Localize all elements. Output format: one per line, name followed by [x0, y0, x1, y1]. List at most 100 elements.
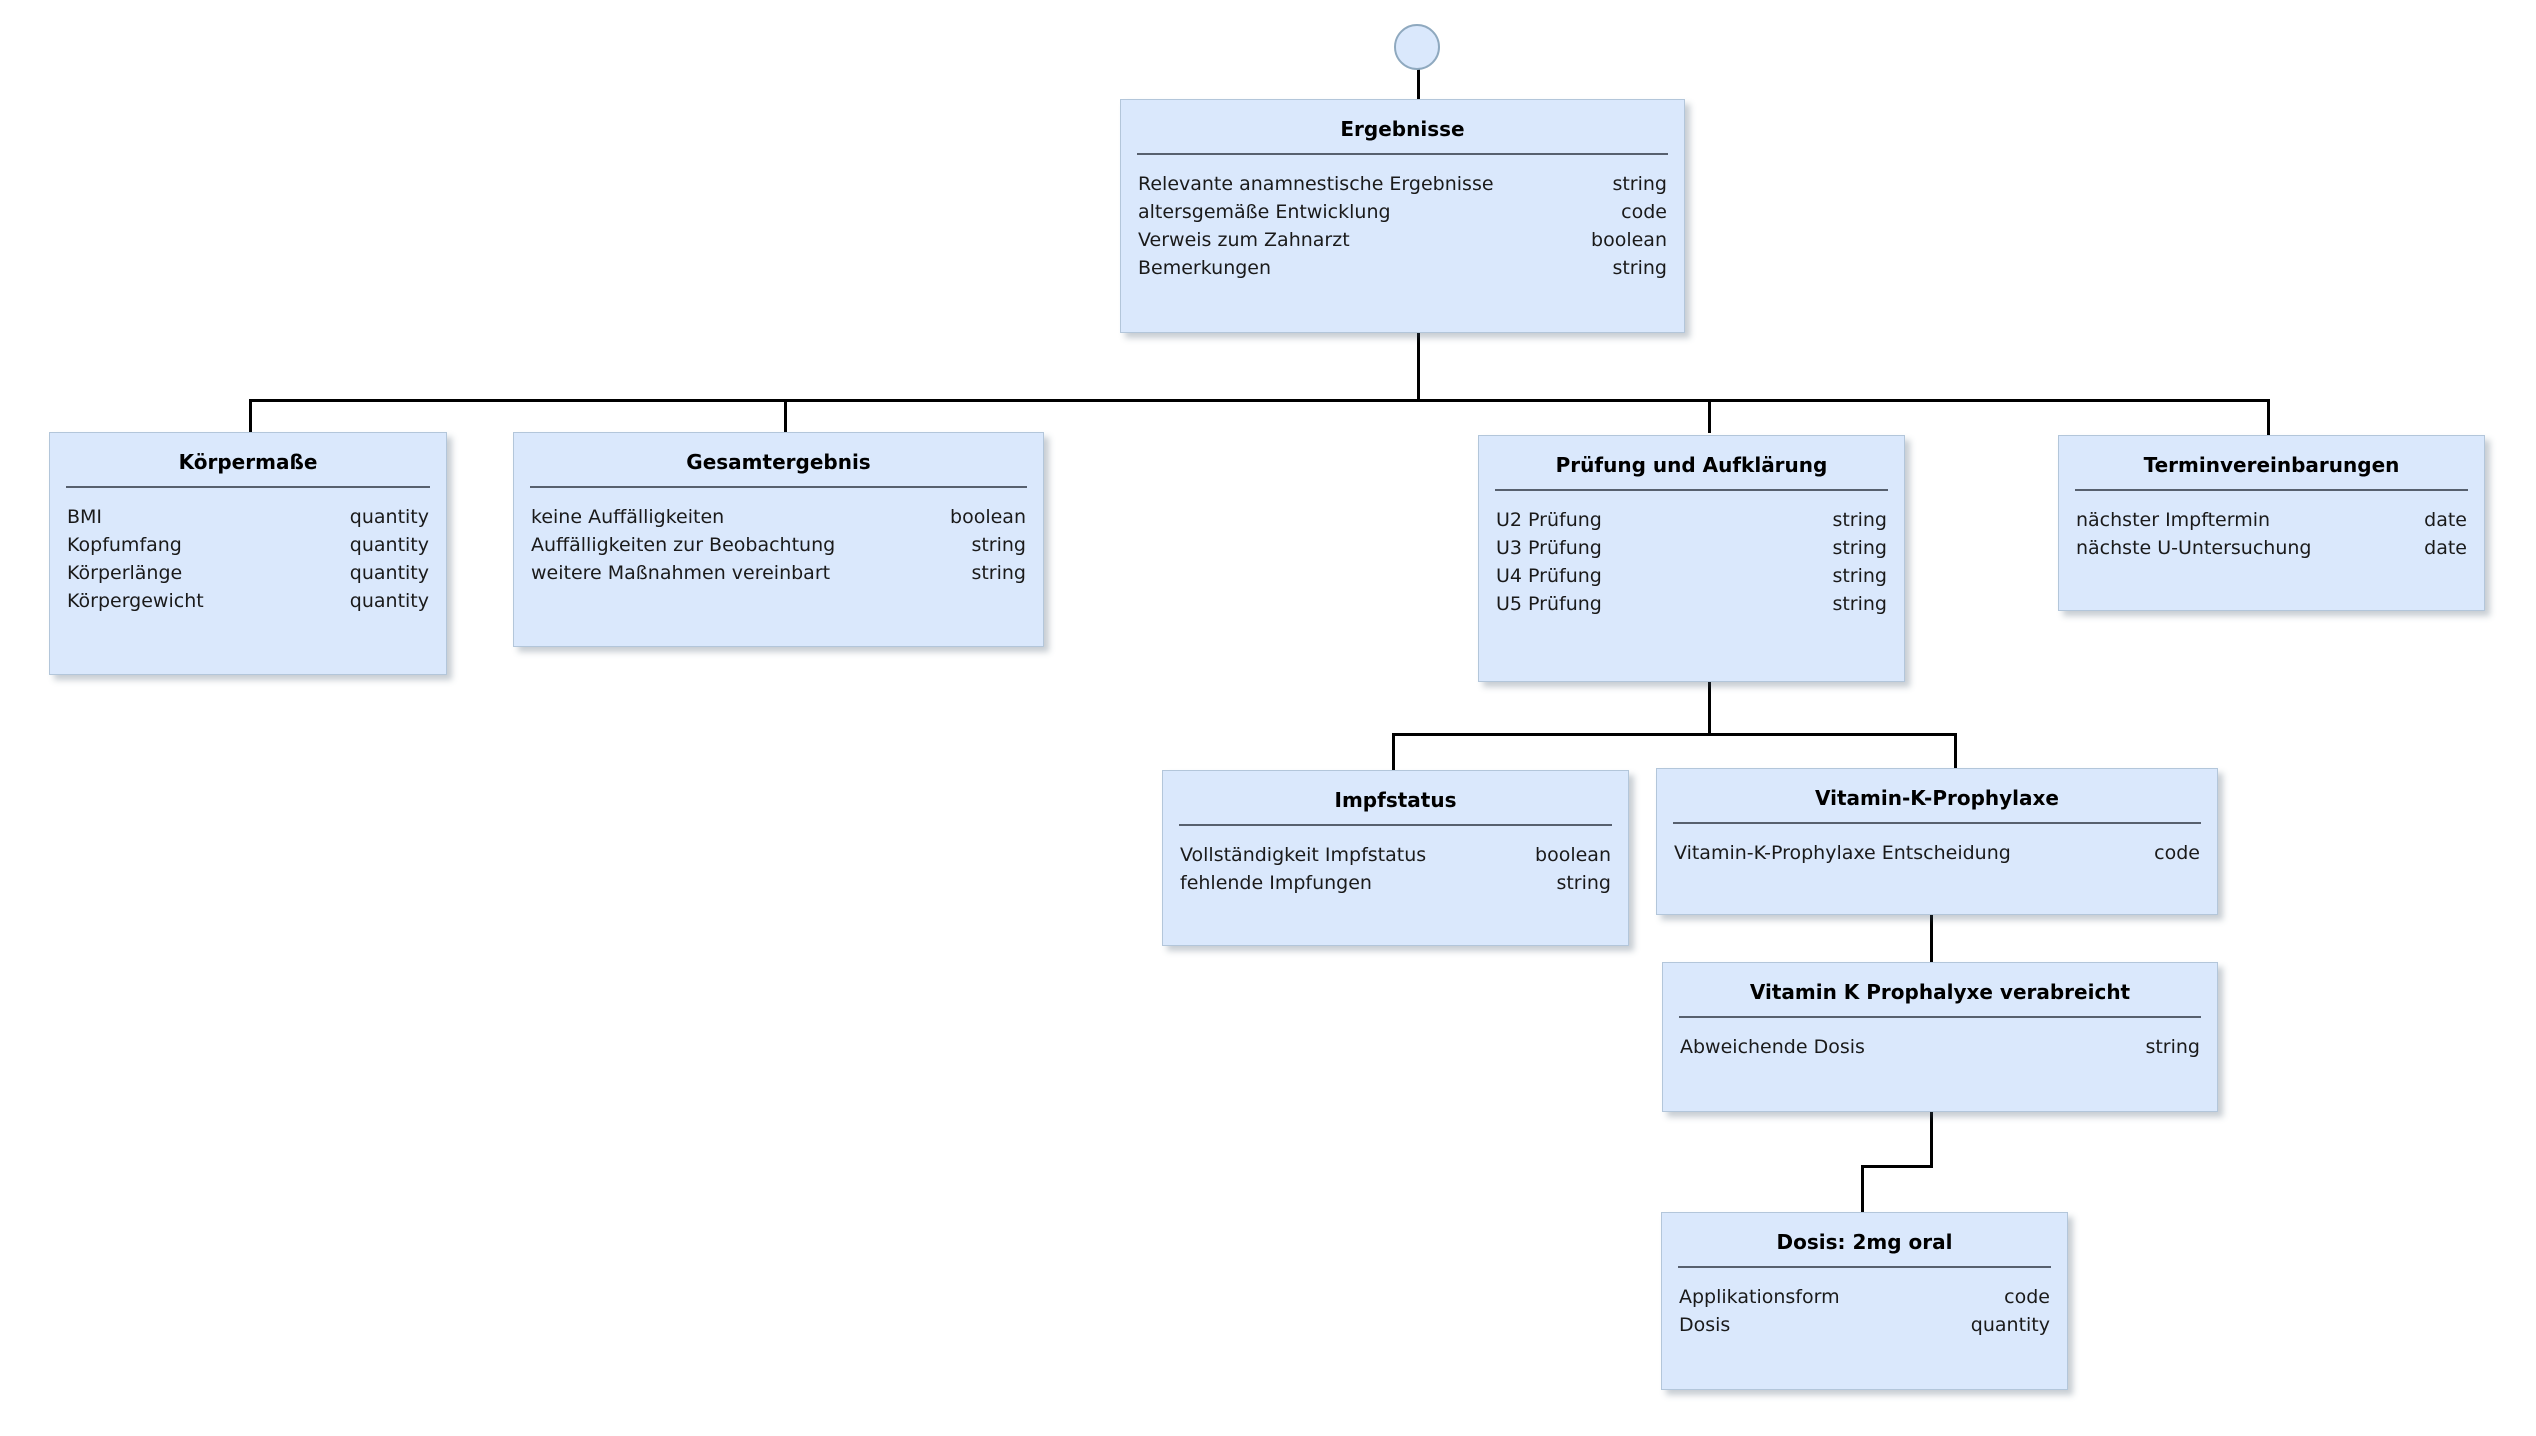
attribute-name: U3 Prüfung: [1496, 537, 1602, 559]
attribute-row: fehlende Impfungen string: [1180, 872, 1611, 900]
edge-bus2-to-impfstatus: [1392, 733, 1395, 771]
attribute-list: keine Auffälligkeiten boolean Auffälligk…: [514, 488, 1043, 590]
attribute-row: U3 Prüfung string: [1496, 537, 1887, 565]
attribute-name: nächste U-Untersuchung: [2076, 537, 2312, 559]
attribute-name: nächster Impftermin: [2076, 509, 2271, 531]
attribute-row: keine Auffälligkeiten boolean: [531, 506, 1026, 534]
attribute-type: string: [971, 534, 1026, 556]
uml-node-vitamin-k-verabreicht[interactable]: Vitamin K Prophalyxe verabreicht Abweich…: [1662, 962, 2218, 1112]
edge-elbow-to-dosis: [1861, 1165, 1864, 1213]
attribute-list: Relevante anamnestische Ergebnisse strin…: [1121, 155, 1684, 285]
uml-node-gesamtergebnis[interactable]: Gesamtergebnis keine Auffälligkeiten boo…: [513, 432, 1044, 647]
edge-verabreicht-down: [1930, 1112, 1933, 1168]
attribute-name: Vollständigkeit Impfstatus: [1180, 844, 1427, 866]
uml-node-vitamin-k-prophylaxe[interactable]: Vitamin-K-Prophylaxe Vitamin-K-Prophylax…: [1656, 768, 2218, 915]
attribute-row: Körpergewicht quantity: [67, 590, 429, 618]
title-separator: [530, 486, 1027, 488]
node-title: Gesamtergebnis: [686, 450, 871, 474]
attribute-type: quantity: [349, 590, 429, 612]
attribute-name: Körpergewicht: [67, 590, 204, 612]
uml-node-ergebnisse[interactable]: Ergebnisse Relevante anamnestische Ergeb…: [1120, 99, 1685, 333]
attribute-type: code: [2004, 1286, 2050, 1308]
attribute-type: boolean: [1591, 229, 1667, 251]
attribute-name: U4 Prüfung: [1496, 565, 1602, 587]
attribute-row: Auffälligkeiten zur Beobachtung string: [531, 534, 1026, 562]
attribute-name: weitere Maßnahmen vereinbart: [531, 562, 831, 584]
edge-bus-to-koerpermasse: [249, 399, 252, 433]
title-separator: [2075, 489, 2468, 491]
attribute-row: U4 Prüfung string: [1496, 565, 1887, 593]
title-separator: [1678, 1266, 2051, 1268]
attribute-name: Vitamin-K-Prophylaxe Entscheidung: [1674, 842, 2011, 864]
attribute-row: U5 Prüfung string: [1496, 593, 1887, 621]
edge-pruefung-down: [1708, 682, 1711, 736]
edge-level1-bus: [249, 399, 2270, 402]
title-separator: [66, 486, 430, 488]
edge-verabreicht-elbow: [1861, 1165, 1933, 1168]
attribute-type: quantity: [349, 506, 429, 528]
attribute-name: fehlende Impfungen: [1180, 872, 1372, 894]
attribute-row: Applikationsform code: [1679, 1286, 2050, 1314]
attribute-row: U2 Prüfung string: [1496, 509, 1887, 537]
attribute-name: Applikationsform: [1679, 1286, 1840, 1308]
attribute-type: string: [1612, 173, 1667, 195]
attribute-row: Verweis zum Zahnarzt boolean: [1138, 229, 1667, 257]
attribute-row: weitere Maßnahmen vereinbart string: [531, 562, 1026, 590]
edge-bus-to-gesamtergebnis: [784, 399, 787, 433]
attribute-row: Vitamin-K-Prophylaxe Entscheidung code: [1674, 842, 2200, 870]
start-node[interactable]: [1394, 24, 1440, 70]
uml-node-koerpermasse[interactable]: Körpermaße BMI quantity Kopfumfang quant…: [49, 432, 447, 675]
attribute-name: Verweis zum Zahnarzt: [1138, 229, 1350, 251]
title-separator: [1179, 824, 1612, 826]
title-separator: [1673, 822, 2201, 824]
attribute-type: code: [2154, 842, 2200, 864]
attribute-row: nächste U-Untersuchung date: [2076, 537, 2467, 565]
node-title: Impfstatus: [1334, 788, 1457, 812]
uml-node-dosis[interactable]: Dosis: 2mg oral Applikationsform code Do…: [1661, 1212, 2068, 1390]
attribute-type: string: [1556, 872, 1611, 894]
title-separator: [1495, 489, 1888, 491]
attribute-list: BMI quantity Kopfumfang quantity Körperl…: [50, 488, 446, 618]
attribute-type: string: [1832, 537, 1887, 559]
attribute-type: quantity: [1970, 1314, 2050, 1336]
attribute-type: string: [971, 562, 1026, 584]
attribute-type: string: [1612, 257, 1667, 279]
node-title: Körpermaße: [178, 450, 318, 474]
attribute-list: Applikationsform code Dosis quantity: [1662, 1268, 2067, 1342]
attribute-type: boolean: [1535, 844, 1611, 866]
attribute-row: Bemerkungen string: [1138, 257, 1667, 285]
attribute-name: Körperlänge: [67, 562, 183, 584]
uml-node-terminvereinbarungen[interactable]: Terminvereinbarungen nächster Impftermin…: [2058, 435, 2485, 611]
node-title: Ergebnisse: [1340, 117, 1465, 141]
attribute-type: boolean: [950, 506, 1026, 528]
attribute-list: Vollständigkeit Impfstatus boolean fehle…: [1163, 826, 1628, 900]
attribute-list: Abweichende Dosis string: [1663, 1018, 2217, 1064]
attribute-name: altersgemäße Entwicklung: [1138, 201, 1391, 223]
attribute-name: BMI: [67, 506, 103, 528]
edge-level2-bus: [1392, 733, 1957, 736]
attribute-type: string: [1832, 565, 1887, 587]
attribute-row: Abweichende Dosis string: [1680, 1036, 2200, 1064]
edge-start-to-ergebnisse: [1417, 68, 1420, 101]
uml-node-pruefung[interactable]: Prüfung und Aufklärung U2 Prüfung string…: [1478, 435, 1905, 682]
attribute-type: date: [2424, 537, 2467, 559]
attribute-row: Körperlänge quantity: [67, 562, 429, 590]
attribute-type: string: [1832, 509, 1887, 531]
attribute-name: Bemerkungen: [1138, 257, 1272, 279]
attribute-name: Abweichende Dosis: [1680, 1036, 1865, 1058]
attribute-name: Relevante anamnestische Ergebnisse: [1138, 173, 1494, 195]
attribute-type: string: [2145, 1036, 2200, 1058]
attribute-name: Auffälligkeiten zur Beobachtung: [531, 534, 836, 556]
attribute-name: Kopfumfang: [67, 534, 182, 556]
uml-node-impfstatus[interactable]: Impfstatus Vollständigkeit Impfstatus bo…: [1162, 770, 1629, 946]
edge-bus-to-pruefung: [1708, 399, 1711, 433]
attribute-type: quantity: [349, 534, 429, 556]
title-separator: [1679, 1016, 2201, 1018]
node-title: Vitamin-K-Prophylaxe: [1814, 786, 2059, 810]
attribute-list: nächster Impftermin date nächste U-Unter…: [2059, 491, 2484, 565]
attribute-list: Vitamin-K-Prophylaxe Entscheidung code: [1657, 824, 2217, 870]
attribute-type: code: [1621, 201, 1667, 223]
attribute-type: quantity: [349, 562, 429, 584]
node-title: Prüfung und Aufklärung: [1555, 453, 1828, 477]
